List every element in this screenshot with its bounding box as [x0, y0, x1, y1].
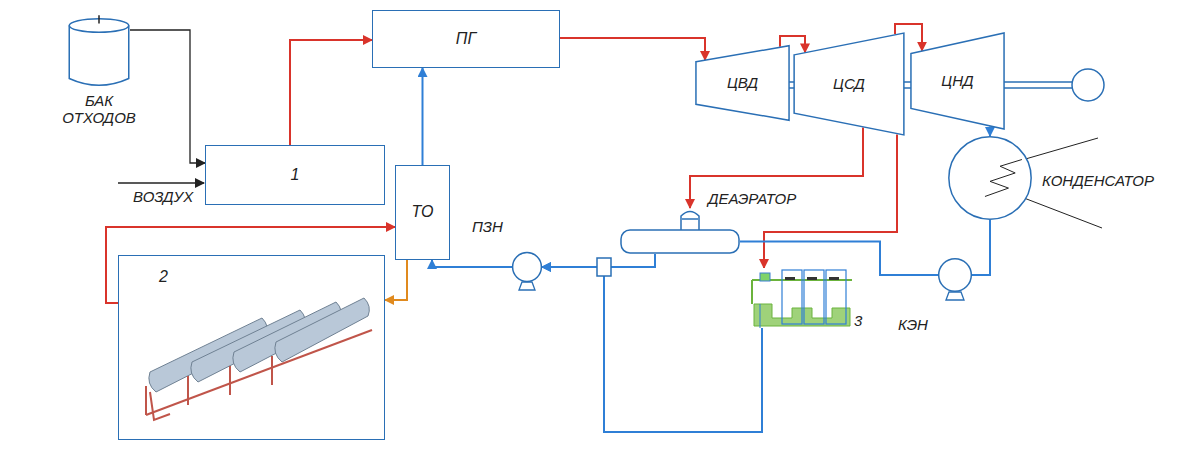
hydrogen-unit: 3	[752, 268, 852, 328]
node-label: ПГ	[456, 30, 476, 48]
solar-collector	[146, 298, 372, 420]
pump: ПЗН	[512, 252, 542, 282]
air-line	[118, 182, 204, 183]
flow-connector	[432, 260, 512, 267]
process-box: 1	[205, 145, 385, 205]
deaerator-shape	[620, 208, 740, 254]
flow-connector	[542, 267, 762, 432]
flow-connector	[972, 220, 990, 275]
flow-connector	[385, 260, 407, 300]
node-label: ЦСД	[833, 75, 865, 92]
node-label: ПЗН	[472, 218, 512, 235]
flow-connector	[989, 127, 991, 136]
flow-label: ВОЗДУХ	[133, 188, 193, 205]
turbine-cylinder: ЦНД	[910, 32, 1005, 130]
turbine-cylinder: ЦВД	[695, 45, 790, 121]
process-box: ТО	[395, 165, 450, 260]
electrolyzer-shape	[752, 268, 852, 328]
flow-connector	[106, 227, 395, 303]
node-label: БАК ОТХОДОВ	[53, 92, 145, 127]
node-label: 2	[159, 268, 179, 286]
pump: КЭН	[938, 258, 972, 292]
node-label: 3	[854, 312, 874, 329]
node-label: ЦВД	[727, 74, 758, 91]
flow-connector	[130, 30, 205, 163]
pump-stand	[519, 282, 964, 300]
mixer	[597, 258, 611, 276]
node-label: ЦНД	[941, 72, 973, 89]
node-label: КЭН	[898, 316, 938, 333]
generator	[1072, 69, 1104, 101]
pump-shape	[512, 252, 542, 282]
tank-shape	[68, 18, 130, 86]
node-label: ТО	[412, 203, 434, 221]
waste-tank: БАК ОТХОДОВ	[68, 18, 130, 86]
deaerator: ДЕАЭРАТОР	[620, 208, 740, 254]
flow-connector	[690, 127, 863, 208]
condenser: КОНДЕНСАТОР	[948, 136, 1032, 220]
node-label: КОНДЕНСАТОР	[1042, 172, 1172, 189]
flow-connector	[422, 68, 424, 165]
node-label: 1	[291, 166, 300, 184]
turbine-cylinder: ЦСД	[793, 32, 905, 136]
condenser-shape	[948, 136, 1032, 220]
flow-connector	[290, 40, 372, 145]
node-label: ДЕАЭРАТОР	[708, 190, 808, 207]
flow-connector	[560, 38, 705, 60]
process-box: 2	[118, 255, 385, 440]
pump-shape	[938, 258, 972, 292]
process-box: ПГ	[372, 10, 560, 68]
